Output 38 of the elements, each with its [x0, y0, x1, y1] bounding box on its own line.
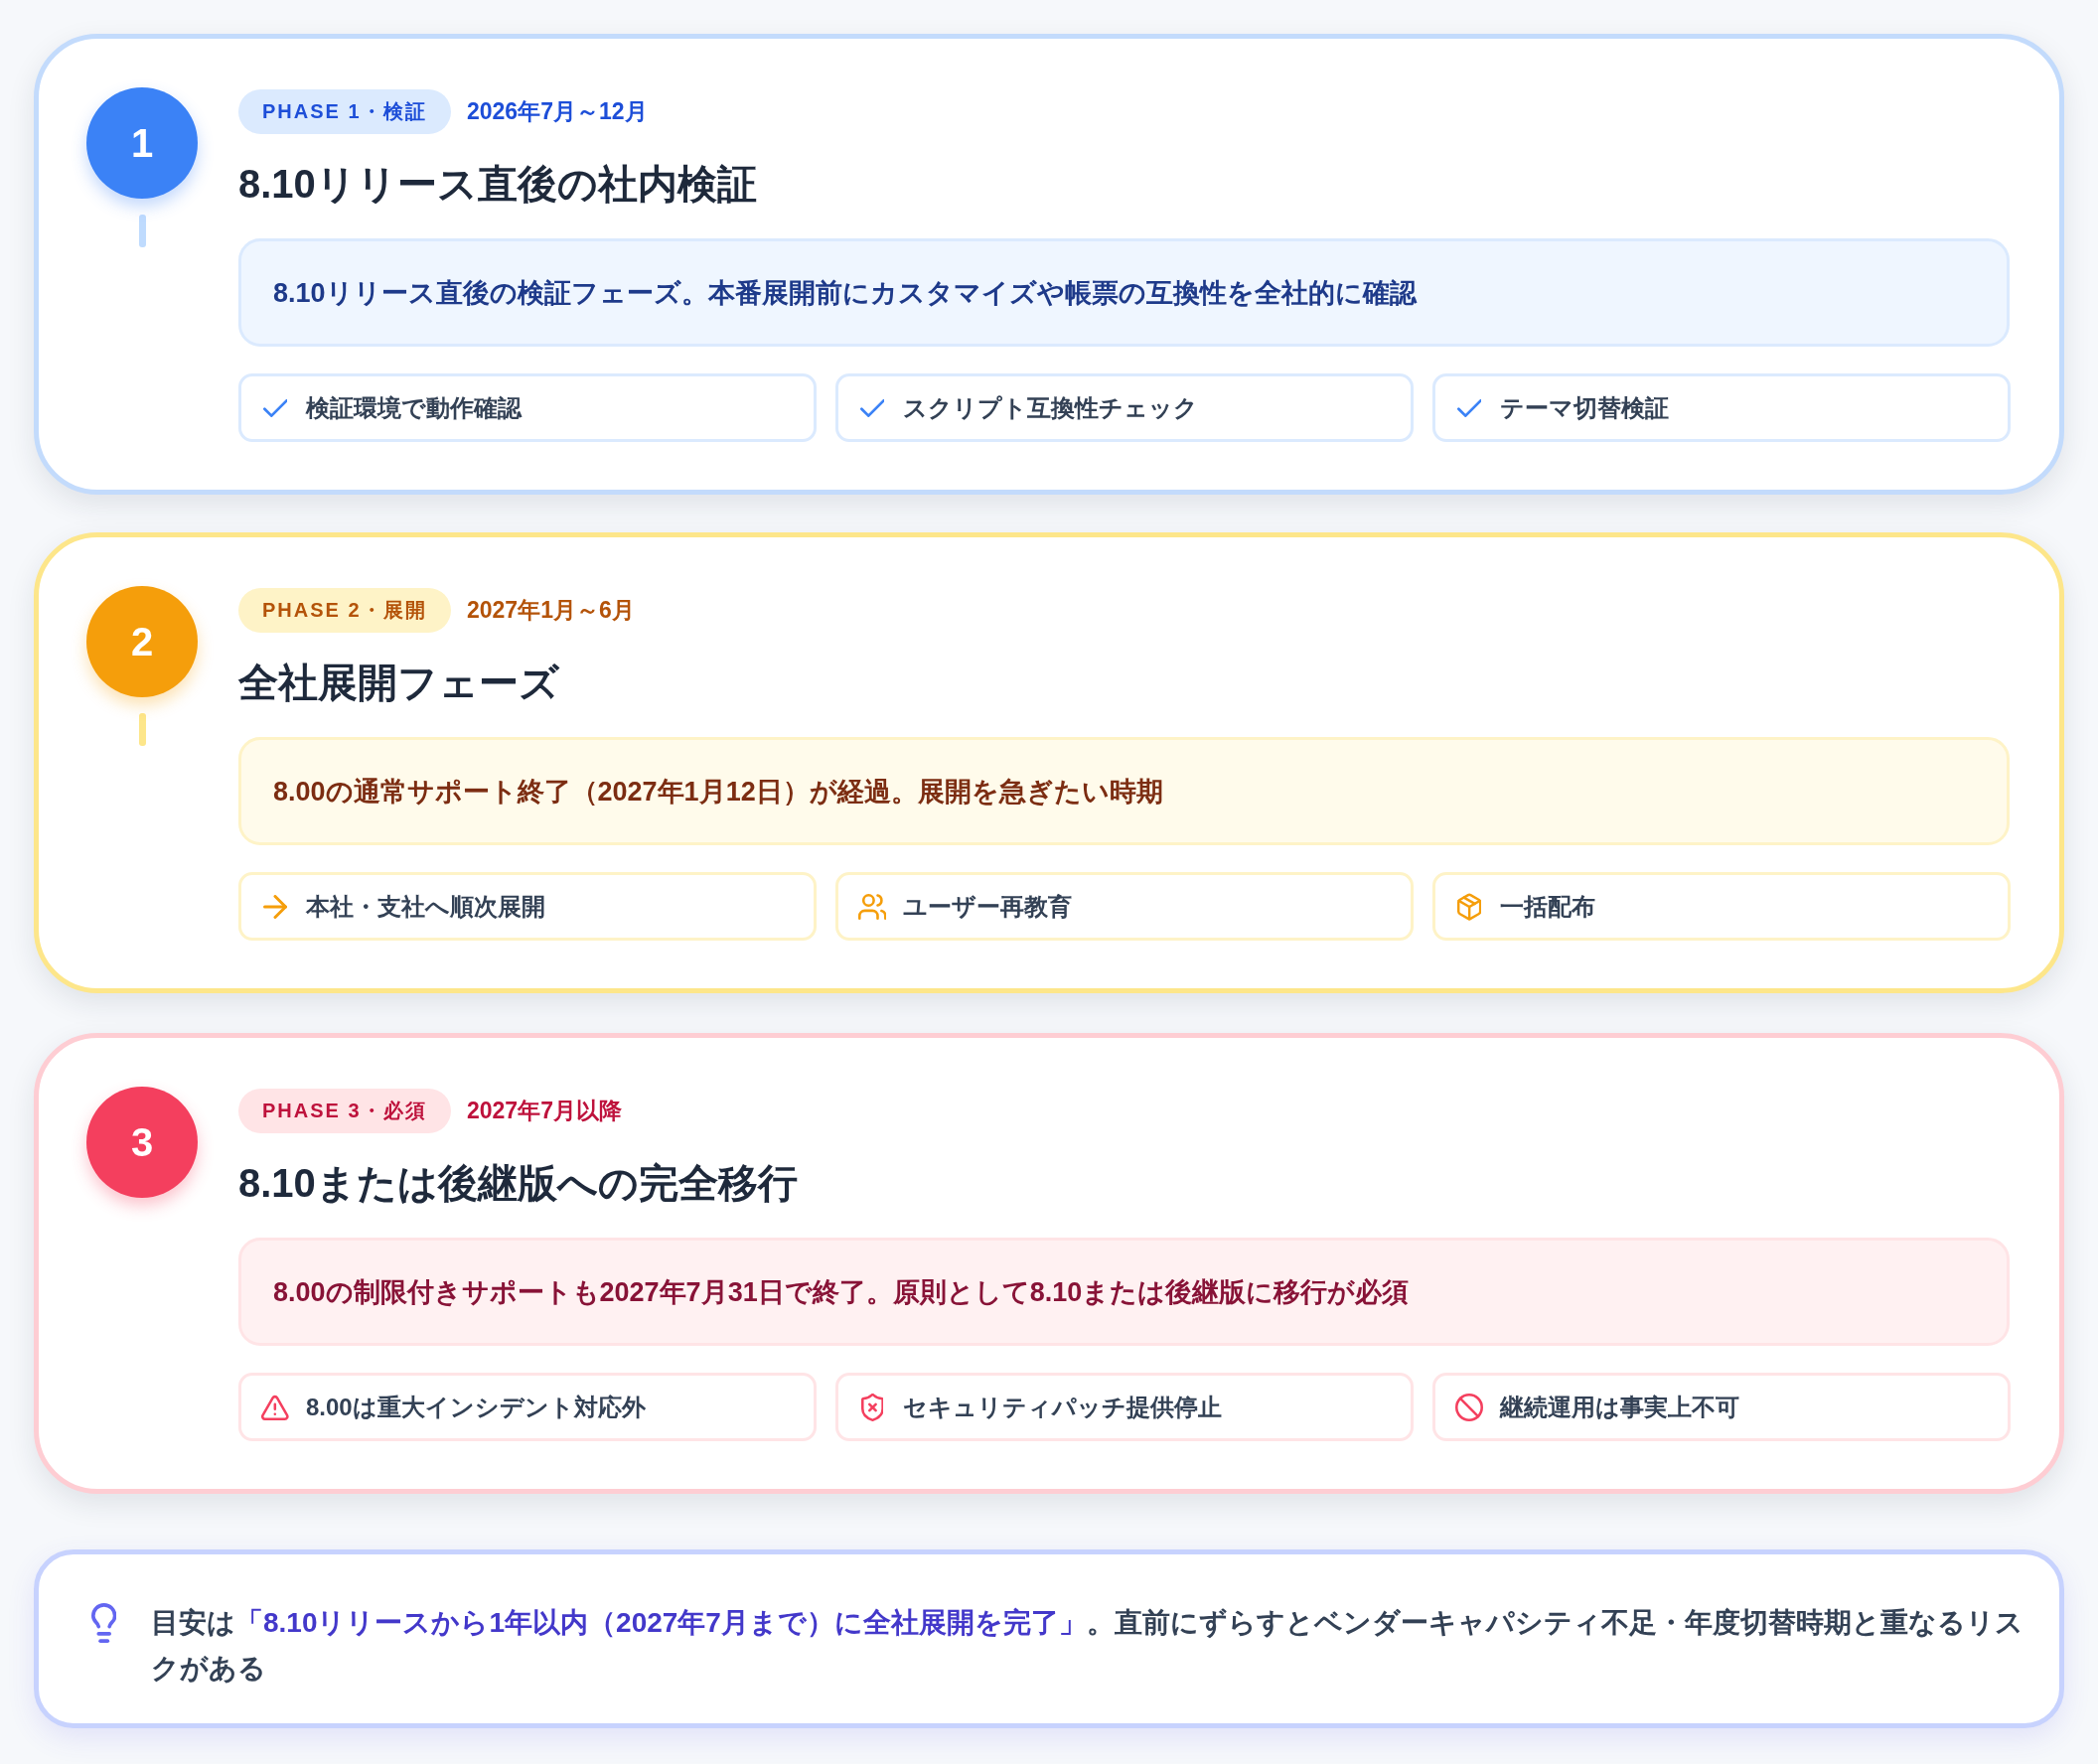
description-box: 8.10リリース直後の検証フェーズ。本番展開前にカスタマイズや帳票の互換性を全社的に確認 [238, 238, 2010, 347]
chip-label: スクリプト互換性チェック [903, 392, 1198, 423]
chip-label: 継続運用は事実上不可 [1500, 1392, 1739, 1422]
note-text: 目安は「8.10リリースから1年以内（2027年7月まで）に全社展開を完了」。直前にずらすとベンダーキャパシティ不足・年度切替時期と重なるリスクがある [151, 1606, 2024, 1686]
chip-label: 8.00は重大インシデント対応外 [306, 1392, 646, 1422]
feature-chip [238, 373, 817, 442]
phase-tag: PHASE 1・検証 [238, 89, 451, 134]
step-number-circle: 1 [86, 87, 198, 199]
feature-chip [1432, 1373, 2011, 1441]
step-number-circle: 2 [86, 586, 198, 697]
description-box: 8.00の通常サポート終了（2027年1月12日）が経過。展開を急ぎたい時期 [238, 737, 2010, 845]
feature-chip [1432, 373, 2011, 442]
phase-tag: PHASE 2・展開 [238, 588, 451, 633]
phase-title: 全社展開フェーズ [238, 660, 559, 706]
chip-label: 本社・支社へ順次展開 [306, 891, 545, 922]
chip-label: ユーザー再教育 [903, 891, 1072, 922]
chip-label: セキュリティパッチ提供停止 [903, 1392, 1222, 1422]
phase-card [34, 1033, 2064, 1494]
date-label: 2027年1月～6月 [467, 596, 635, 625]
note-box [34, 1549, 2064, 1728]
feature-chip [238, 872, 817, 941]
step-number-circle: 3 [86, 1087, 198, 1198]
date-label: 2027年7月以降 [467, 1097, 622, 1125]
feature-chip [1432, 872, 2011, 941]
feature-chip [835, 373, 1414, 442]
feature-chip [835, 872, 1414, 941]
chip-label: 一括配布 [1500, 891, 1595, 922]
description-box: 8.00の制限付きサポートも2027年7月31日で終了。原則として8.10または後継版に移行が必須 [238, 1238, 2010, 1346]
phase-title: 8.10リリース直後の社内検証 [238, 161, 757, 208]
feature-chip [835, 1373, 1414, 1441]
phase-title: 8.10または後継版への完全移行 [238, 1160, 798, 1207]
phase-card [34, 34, 2064, 495]
date-label: 2026年7月～12月 [467, 97, 648, 126]
chip-label: テーマ切替検証 [1500, 392, 1669, 423]
phase-card [34, 532, 2064, 993]
chip-label: 検証環境で動作確認 [306, 392, 522, 423]
feature-chip [238, 1373, 817, 1441]
phase-tag: PHASE 3・必須 [238, 1089, 451, 1133]
